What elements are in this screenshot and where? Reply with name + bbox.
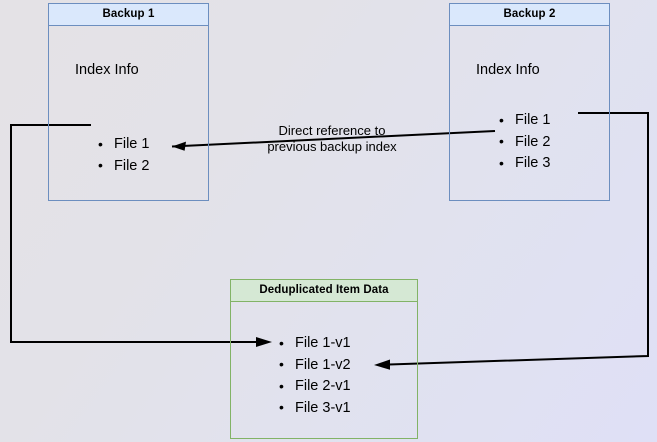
list-item: File 1 [98,134,149,156]
backup2-header: Backup 2 [450,4,609,26]
backup1-body: Index Info File 1 File 2 [49,26,208,200]
list-item: File 1 [499,110,550,132]
backup2-file-list: File 1 File 2 File 3 [499,110,550,175]
list-item: File 3-v1 [279,397,351,420]
list-item: File 1-v1 [279,333,351,355]
backup1-file-list: File 1 File 2 [98,134,149,177]
list-item: File 2 [98,155,149,178]
list-item: File 3 [499,153,550,175]
direct-reference-caption: Direct reference to previous backup inde… [267,123,397,154]
list-item: File 1-v2 [279,354,351,377]
deduplicated-item-data-box: Deduplicated Item Data File 1-v1 File 1-… [230,279,418,439]
list-item: File 2 [499,131,550,154]
deduplicated-item-data-header: Deduplicated Item Data [231,280,417,302]
backup2-body: Index Info File 1 File 2 File 3 [450,26,609,200]
backup2-index-label: Index Info [476,62,540,78]
dedup-item-list: File 1-v1 File 1-v2 File 2-v1 File 3-v1 [279,333,351,419]
backup1-index-label: Index Info [75,62,139,78]
backup1-header: Backup 1 [49,4,208,26]
deduplicated-item-data-body: File 1-v1 File 1-v2 File 2-v1 File 3-v1 [231,302,417,438]
backup2-box: Backup 2 Index Info File 1 File 2 File 3 [449,3,610,201]
list-item: File 2-v1 [279,376,351,398]
backup1-box: Backup 1 Index Info File 1 File 2 [48,3,209,201]
